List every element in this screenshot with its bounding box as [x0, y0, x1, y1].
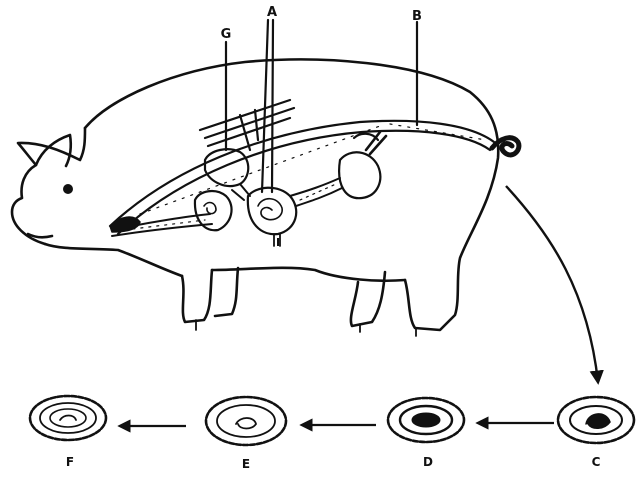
label-i: I — [276, 236, 280, 249]
label-c: C — [592, 455, 601, 469]
pig-body — [12, 60, 498, 336]
pig-front-leg-inner — [215, 268, 238, 316]
organ-right — [339, 152, 380, 198]
label-a: A — [267, 5, 277, 20]
stage-d — [388, 398, 464, 442]
label-b: B — [412, 9, 422, 24]
pig-mouth — [28, 234, 52, 237]
pig-eye — [63, 184, 73, 194]
label-d: D — [423, 455, 433, 469]
pig-tail — [492, 138, 519, 155]
pointer-lines — [226, 20, 417, 192]
stage-e — [206, 397, 286, 445]
pig-chest-outline — [45, 244, 182, 276]
front-mass — [110, 217, 140, 232]
pig-belly-outline — [212, 268, 405, 281]
hatch-marks — [200, 100, 294, 150]
label-g: G — [221, 27, 232, 42]
stage-c — [558, 397, 634, 443]
pig-front-leg — [182, 270, 212, 322]
arrow-tail-to-c — [506, 186, 598, 382]
pig-ear — [36, 135, 71, 166]
pointer-line-a2 — [262, 20, 268, 192]
intestine-connection — [290, 178, 342, 206]
internal-pathway — [110, 100, 494, 246]
pointer-line-a — [272, 20, 273, 192]
organ-coil — [195, 191, 232, 230]
stage-arrows — [120, 423, 554, 426]
label-e: E — [242, 457, 250, 471]
dorsal-tract-upper — [110, 121, 494, 226]
label-f: F — [66, 455, 74, 469]
stage-f — [30, 396, 106, 440]
organ-center — [248, 188, 296, 234]
